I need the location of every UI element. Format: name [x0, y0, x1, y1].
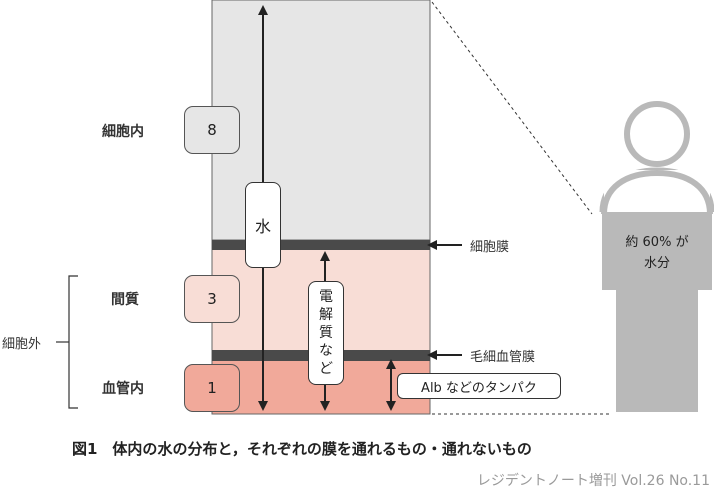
- person-icon: [599, 101, 714, 412]
- person-water-text: 約 60% が 水分: [625, 235, 689, 271]
- cell-membrane: [212, 240, 430, 250]
- interstitial-label: 間質: [111, 292, 139, 308]
- intracellular-label: 細胞内: [102, 124, 144, 140]
- extracellular-bracket: [68, 275, 78, 409]
- cell-membrane-label: 細胞膜: [470, 240, 510, 255]
- figure-caption: 図1 体内の水の分布と，それぞれの膜を通れるもの・通れないもの: [72, 440, 532, 458]
- capillary-membrane-label: 毛細血管膜: [470, 350, 536, 365]
- protein-label: Alb などのタンパク: [397, 373, 561, 399]
- extracellular-label: 細胞外: [2, 337, 42, 352]
- intracellular-ratio-box: 8: [184, 106, 240, 154]
- interstitial-ratio-box: 3: [184, 275, 240, 323]
- electrolytes-label: 電 解 質 な ど: [308, 281, 344, 385]
- dashed-guide-top: [431, 1, 593, 215]
- intravascular-label: 血管内: [102, 381, 144, 397]
- intravascular-ratio-box: 1: [184, 364, 240, 412]
- source-credit: レジデントノート増刊 Vol.26 No.11: [476, 473, 710, 489]
- water-label: 水: [245, 182, 281, 268]
